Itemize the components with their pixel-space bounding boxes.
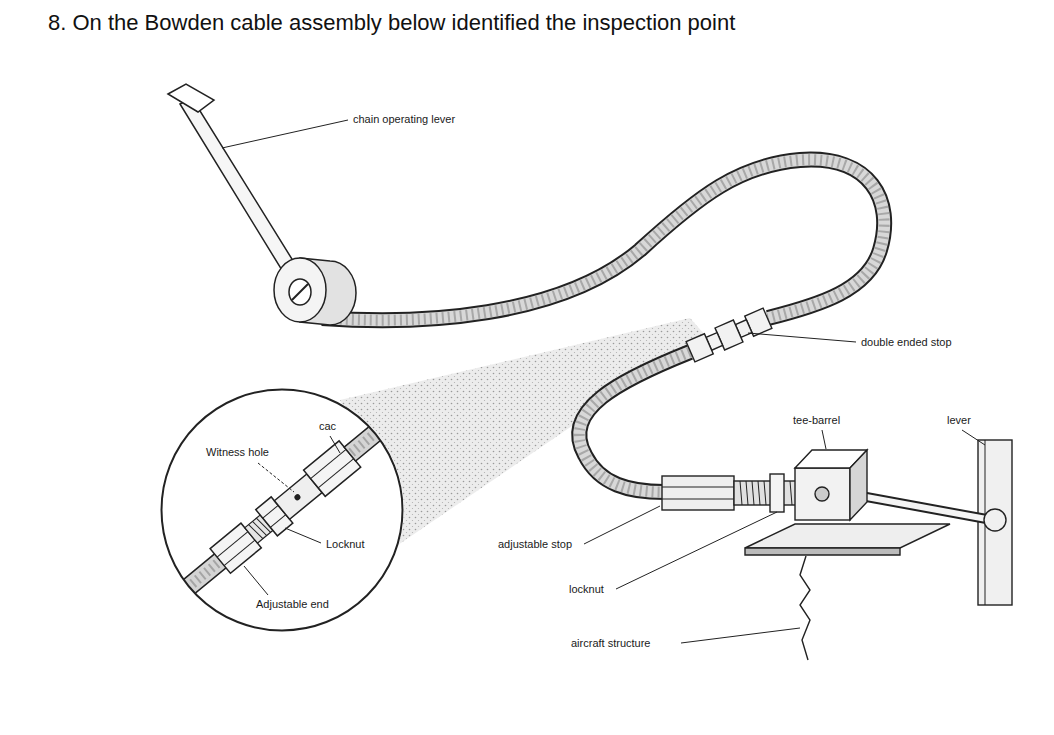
structure-member bbox=[800, 556, 810, 660]
lever-handle bbox=[168, 84, 214, 112]
double-ended-stop bbox=[686, 307, 773, 363]
hex-facet bbox=[270, 515, 285, 528]
hub-face bbox=[274, 258, 326, 322]
leader-line bbox=[222, 120, 348, 148]
stop-hex bbox=[686, 334, 713, 362]
locknut-part bbox=[770, 474, 784, 512]
part-label: Witness hole bbox=[205, 446, 270, 459]
detail-circle-outline bbox=[160, 388, 404, 632]
part-label: chain operating lever bbox=[352, 113, 456, 126]
detail-circle-outline bbox=[162, 390, 403, 631]
hex-facet bbox=[224, 540, 255, 565]
leader-line bbox=[222, 120, 985, 643]
cable-body bbox=[579, 352, 690, 492]
lever-bar bbox=[180, 98, 300, 280]
rod-body bbox=[850, 494, 992, 520]
inset-cable-texture bbox=[351, 397, 419, 453]
inset-detail bbox=[140, 384, 430, 632]
mounting-plate-edge bbox=[745, 548, 900, 555]
adjustable-stop-body bbox=[662, 476, 734, 510]
hub-slot bbox=[292, 284, 308, 300]
inset-cable bbox=[145, 553, 227, 625]
part-label: tee-barrel bbox=[792, 414, 841, 427]
tee-barrel-assembly bbox=[795, 450, 1006, 531]
inset-cable-texture bbox=[151, 561, 220, 618]
hub-hole bbox=[289, 279, 311, 305]
part-label: locknut bbox=[568, 583, 605, 596]
bowden-cable bbox=[322, 160, 884, 492]
threaded-rod bbox=[734, 481, 796, 505]
leader-line bbox=[822, 430, 826, 449]
aircraft-structure bbox=[745, 440, 1012, 660]
leader-line bbox=[962, 430, 985, 445]
leader-line bbox=[681, 628, 800, 643]
cable-texture bbox=[322, 160, 884, 321]
tee-barrel-side bbox=[850, 450, 867, 520]
leader-line bbox=[748, 333, 856, 342]
thread-line bbox=[252, 520, 266, 537]
part-label: double ended stop bbox=[860, 336, 953, 349]
tee-barrel-bore bbox=[815, 487, 829, 501]
magnified-detail-circle: cacWitness holeLocknutAdjustable end bbox=[160, 388, 404, 632]
hex-facet bbox=[318, 459, 353, 488]
leader-line bbox=[258, 463, 294, 492]
leader-line bbox=[285, 528, 321, 543]
inset-ground bbox=[160, 388, 404, 632]
mounting-plate bbox=[745, 524, 950, 548]
tee-barrel-front bbox=[795, 468, 850, 520]
part-label: aircraft structure bbox=[570, 637, 651, 650]
witness-hole bbox=[293, 493, 301, 501]
inset-detail bbox=[140, 384, 430, 632]
part-label: Adjustable end bbox=[255, 598, 330, 611]
hex-facet bbox=[662, 499, 734, 500]
question-title: 8. On the Bowden cable assembly below id… bbox=[48, 10, 735, 36]
rod-outline bbox=[850, 494, 992, 520]
inset-cable bbox=[344, 390, 425, 461]
cable-outline bbox=[322, 160, 884, 321]
part-label: lever bbox=[946, 414, 972, 427]
part-label: Locknut bbox=[325, 538, 366, 551]
leader-line bbox=[330, 436, 340, 453]
part-label: adjustable stop bbox=[497, 538, 573, 551]
hex-facet bbox=[263, 505, 278, 518]
leader-line bbox=[616, 512, 777, 589]
part-label: cac bbox=[318, 420, 337, 433]
cable-texture bbox=[579, 352, 690, 492]
leader-line bbox=[244, 566, 268, 595]
hex-facet bbox=[217, 532, 248, 557]
chain-operating-lever bbox=[168, 84, 356, 325]
hex-facet bbox=[311, 449, 346, 478]
hex-facet bbox=[662, 487, 734, 488]
rod-end bbox=[984, 509, 1006, 531]
cable-body bbox=[322, 160, 884, 321]
adjustable-stop bbox=[662, 474, 796, 512]
thread-line bbox=[249, 523, 263, 540]
leader-line bbox=[584, 506, 660, 544]
cable-outline bbox=[579, 352, 690, 492]
